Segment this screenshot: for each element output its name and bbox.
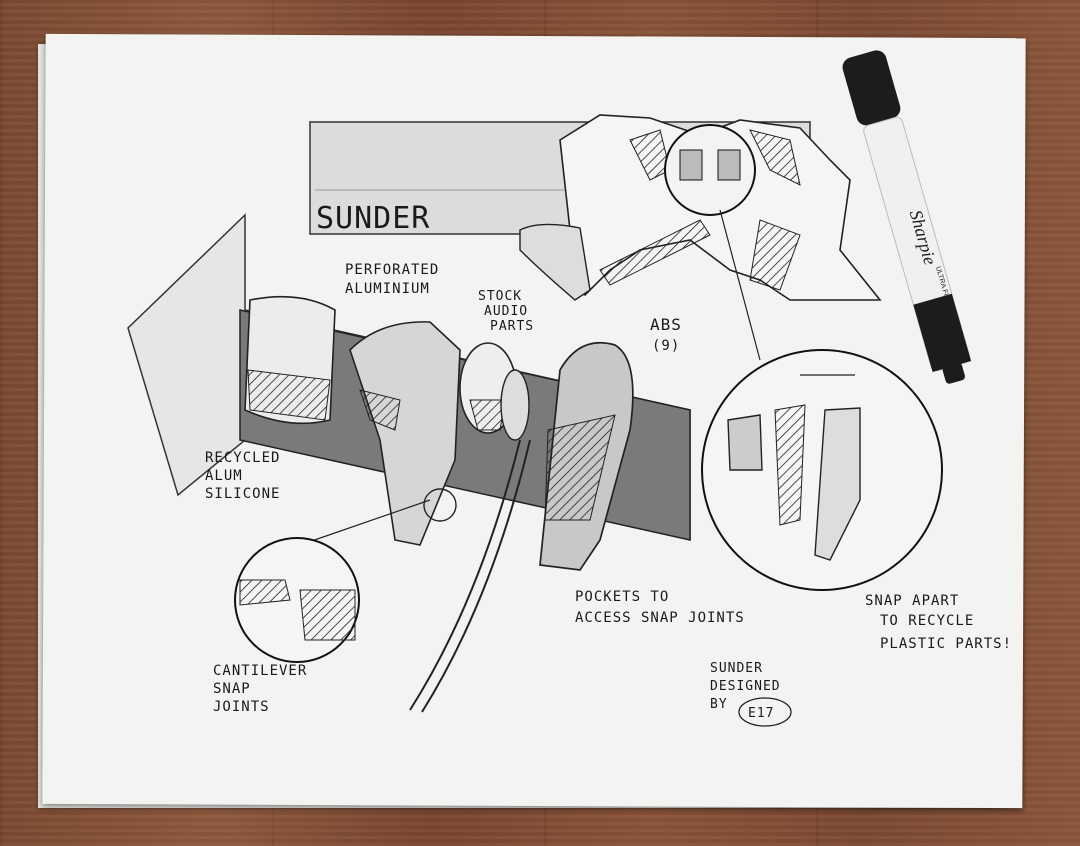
signature-line1: SUNDER — [710, 661, 763, 676]
label-abs: ABS (9) — [650, 315, 682, 354]
earcup-shell — [349, 321, 461, 546]
label-pockets: POCKETS TO ACCESS SNAP JOINTS — [575, 589, 745, 626]
sharpie-marker-icon: Sharpie ULTRA FINE — [842, 50, 972, 384]
label-stock: STOCK — [478, 289, 522, 304]
designer-signature: SUNDER DESIGNED BY E17 — [710, 661, 792, 727]
abs-headband-piece — [539, 341, 634, 571]
snap-apart-detail-circle — [701, 209, 943, 591]
hands-illustration — [519, 114, 882, 301]
signature-mark: E17 — [748, 706, 774, 721]
label-cantilever: CANTILEVER SNAP JOINTS — [213, 663, 307, 715]
label-audio: AUDIO — [484, 304, 528, 319]
earcup-cushion — [244, 295, 336, 425]
label-parts: PARTS — [490, 319, 534, 334]
label-cantilever-text: CANTILEVER — [213, 663, 307, 679]
label-snap: SNAP — [213, 681, 251, 697]
label-recycled-alum-silicone: RECYCLED ALUM SILICONE — [205, 450, 280, 502]
signature-line2: DESIGNED — [710, 679, 781, 694]
label-joints: JOINTS — [213, 699, 270, 715]
signature-line3: BY — [710, 697, 728, 712]
label-abs-sub: (9) — [652, 338, 680, 354]
label-to-recycle: TO RECYCLE — [880, 613, 974, 629]
label-access: ACCESS SNAP JOINTS — [575, 610, 745, 626]
label-recycled: RECYCLED — [205, 450, 280, 466]
label-silicone: SILICONE — [205, 486, 280, 502]
cable — [409, 439, 531, 713]
label-perforated: PERFORATED — [345, 262, 439, 278]
label-abs-text: ABS — [650, 315, 682, 334]
label-plastic-parts: PLASTIC PARTS! — [880, 636, 1012, 652]
label-pockets-to: POCKETS TO — [575, 589, 669, 605]
speaker-driver — [459, 342, 530, 441]
label-snap-apart-text: SNAP APART — [865, 593, 959, 609]
label-alum: ALUM — [205, 468, 243, 484]
label-aluminium: ALUMINIUM — [345, 281, 430, 297]
label-perforated-aluminium: PERFORATED ALUMINIUM — [345, 262, 439, 297]
cantilever-detail-circle — [234, 488, 457, 663]
sketch-title: SUNDER — [316, 201, 430, 236]
label-stock-audio-parts: STOCK AUDIO PARTS — [478, 289, 534, 334]
label-snap-apart: SNAP APART TO RECYCLE PLASTIC PARTS! — [865, 593, 1012, 652]
